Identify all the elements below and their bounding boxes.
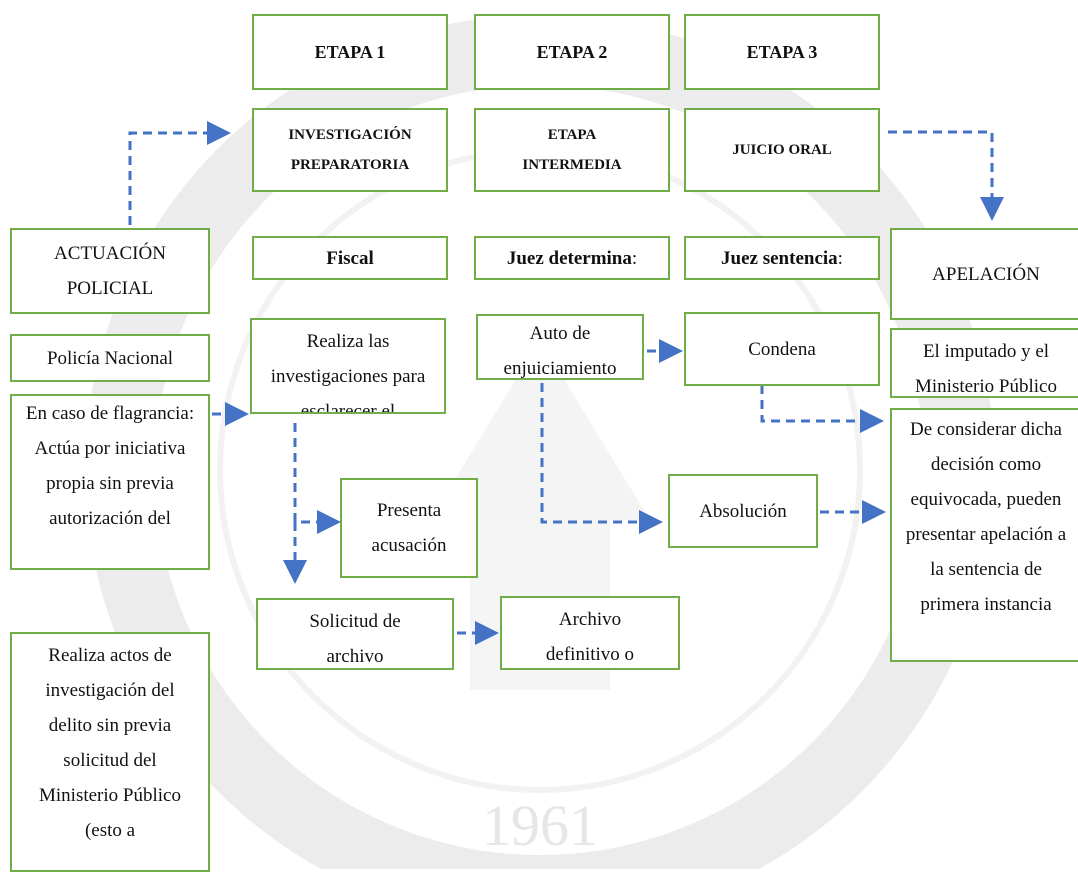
stage-3-label: ETAPA 3 [746,42,818,62]
auto-enjuiciamiento-text: Auto de enjuiciamiento [503,323,617,379]
stage-1-header: ETAPA 1 [252,14,448,90]
condena-text: Condena [748,338,816,360]
policia-nacional-box: Policía Nacional [10,334,210,382]
arrow-auto-to-absolucion [540,368,663,534]
apelacion-label: APELACIÓN [932,263,1040,285]
watermark-year: 1961 [482,793,598,858]
absolucion-box: Absolución [668,474,818,548]
phase-juicio-oral: JUICIO ORAL [684,108,880,192]
apelacion-box: APELACIÓN [890,228,1078,320]
solicitud-archivo-text: Solicitud de archivo [309,611,401,667]
juez-sentencia-box: Juez sentencia: [684,236,880,280]
flagrancia-box: En caso de flagrancia: Actúa por iniciat… [10,394,210,570]
stage-3-header: ETAPA 3 [684,14,880,90]
absolucion-text: Absolución [699,500,787,522]
phase-juicio-oral-label: JUICIO ORAL [732,142,832,158]
auto-enjuiciamiento-box: Auto de enjuiciamiento [476,314,644,380]
actuacion-policial-label: ACTUACIÓN POLICIAL [54,243,166,299]
stage-2-header: ETAPA 2 [474,14,670,90]
flagrancia-text: En caso de flagrancia: Actúa por iniciat… [25,403,195,529]
presenta-acusacion-text: Presenta acusación [371,500,447,556]
arrow-condena-to-considerar [760,370,884,433]
fiscal-box: Fiscal [252,236,448,280]
phase-investigacion-label: INVESTIGACIÓN PREPARATORIA [288,127,412,173]
stage-1-label: ETAPA 1 [314,42,386,62]
considerar-decision-box: De considerar dicha decisión como equivo… [890,408,1078,662]
phase-intermedia-label: ETAPA INTERMEDIA [522,127,622,173]
archivo-definitivo-box: Archivo definitivo o [500,596,680,670]
arrow-realiza-to-presenta [293,423,341,534]
considerar-decision-text: De considerar dicha decisión como equivo… [905,419,1067,615]
stage-2-label: ETAPA 2 [536,42,608,62]
juez-determina-box: Juez determina: [474,236,670,280]
phase-investigacion: INVESTIGACIÓN PREPARATORIA [252,108,448,192]
juez-determina-label: Juez determina: [506,247,638,269]
fiscal-label: Fiscal [326,247,374,269]
solicitud-archivo-box: Solicitud de archivo [256,598,454,670]
actos-investigacion-text: Realiza actos de investigación del delit… [39,645,181,841]
condena-box: Condena [684,312,880,386]
phase-intermedia: ETAPA INTERMEDIA [474,108,670,192]
actos-investigacion-box: Realiza actos de investigación del delit… [10,632,210,872]
juez-sentencia-label: Juez sentencia: [721,247,843,269]
actuacion-policial-box: ACTUACIÓN POLICIAL [10,228,210,314]
imputado-ministerio-text: El imputado y el Ministerio Público [915,341,1057,397]
policia-nacional-label: Policía Nacional [46,347,174,369]
arrow-actuacion-to-investigacion [128,121,231,225]
archivo-definitivo-text: Archivo definitivo o [545,609,635,665]
arrow-juicio-to-apelacion [888,130,1004,221]
realiza-investigaciones-box: Realiza las investigaciones para esclare… [250,318,446,414]
imputado-ministerio-box: El imputado y el Ministerio Público [890,328,1078,398]
presenta-acusacion-box: Presenta acusación [340,478,478,578]
realiza-investigaciones-text: Realiza las investigaciones para esclare… [270,331,426,414]
